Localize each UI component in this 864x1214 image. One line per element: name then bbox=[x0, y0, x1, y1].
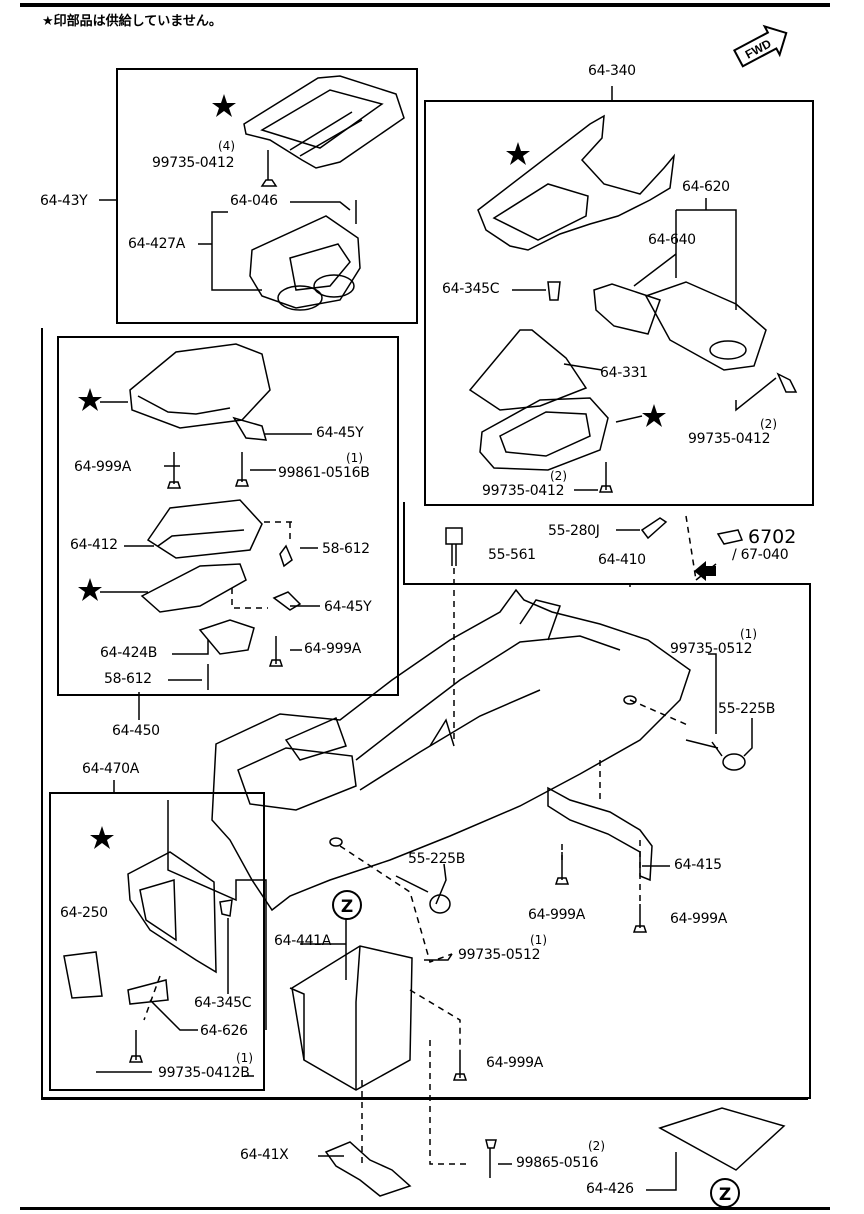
leader-star bbox=[615, 415, 643, 423]
label-64-626: 64-626 bbox=[200, 1023, 248, 1039]
ref-sub: / 67-040 bbox=[732, 547, 789, 563]
part-bezel-64-470A bbox=[127, 851, 217, 974]
star-marker bbox=[642, 404, 666, 427]
label-99865-0516: 99865-0516 bbox=[516, 1155, 599, 1171]
qty-2-b: (2) bbox=[760, 417, 777, 431]
part-64-620 bbox=[644, 281, 767, 371]
part-hinge bbox=[146, 499, 263, 559]
label-55-225B-a: 55-225B bbox=[718, 701, 776, 717]
part-main-console bbox=[211, 588, 691, 912]
label-64-620: 64-620 bbox=[682, 179, 730, 195]
label-99735-0412B: 99735-0412B bbox=[158, 1065, 250, 1081]
ref-arrow-icon bbox=[694, 561, 716, 581]
label-64-426: 64-426 bbox=[586, 1181, 634, 1197]
qty-1-c: (1) bbox=[236, 1051, 253, 1065]
label-99735-0412-a: 99735-0412 bbox=[152, 155, 235, 171]
bottom-rule bbox=[20, 1207, 830, 1210]
part-lower-tray bbox=[140, 563, 247, 613]
qty-1-d: (1) bbox=[530, 933, 547, 947]
label-64-999A-a: 64-999A bbox=[74, 459, 132, 475]
label-64-046: 64-046 bbox=[230, 193, 278, 209]
label-99735-0412-b: 99735-0412 bbox=[688, 431, 771, 447]
part-boot bbox=[468, 329, 588, 411]
star-marker bbox=[78, 388, 102, 411]
qty-1-a: (1) bbox=[346, 451, 363, 465]
zone-marker-z-1: Z bbox=[332, 890, 362, 920]
frame-line bbox=[42, 502, 811, 1099]
label-64-345C-b: 64-345C bbox=[194, 995, 252, 1011]
zone-marker-z-2: Z bbox=[710, 1178, 740, 1208]
label-99735-0412-c: 99735-0412 bbox=[482, 483, 565, 499]
label-64-45Y-a: 64-45Y bbox=[316, 425, 364, 441]
label-64-999A-b: 64-999A bbox=[304, 641, 362, 657]
part-clip bbox=[547, 281, 561, 301]
label-99861-0516B: 99861-0516B bbox=[278, 465, 370, 481]
label-64-999A-d: 64-999A bbox=[670, 911, 728, 927]
part-cupholder bbox=[249, 215, 361, 309]
label-64-450: 64-450 bbox=[112, 723, 160, 739]
label-64-999A-c: 64-999A bbox=[528, 907, 586, 923]
qty-1-b: (1) bbox=[740, 627, 757, 641]
label-64-999A-e: 64-999A bbox=[486, 1055, 544, 1071]
top-rule bbox=[20, 3, 830, 7]
label-64-410: 64-410 bbox=[598, 552, 646, 568]
box-64-450 bbox=[57, 336, 399, 696]
label-64-470A: 64-470A bbox=[82, 761, 140, 777]
header-note: ★印部品は供給していません。 bbox=[42, 14, 222, 29]
star-marker bbox=[90, 826, 114, 849]
part-mat-64-426 bbox=[658, 1107, 786, 1171]
box-64-340 bbox=[424, 100, 814, 506]
leader-64-620 bbox=[675, 198, 737, 310]
label-58-612-a: 58-612 bbox=[322, 541, 370, 557]
part-armrest-lid bbox=[129, 343, 271, 429]
leader-64-427A bbox=[211, 211, 262, 291]
label-64-331: 64-331 bbox=[600, 365, 648, 381]
label-64-415: 64-415 bbox=[674, 857, 722, 873]
label-58-612-b: 58-612 bbox=[104, 671, 152, 687]
label-64-424B: 64-424B bbox=[100, 645, 158, 661]
part-box-64-441A bbox=[291, 945, 413, 1091]
part-bracket-64-415 bbox=[547, 786, 653, 882]
label-64-45Y-b: 64-45Y bbox=[324, 599, 372, 615]
part-top-cover bbox=[477, 114, 676, 251]
label-55-280J: 55-280J bbox=[548, 523, 600, 539]
ref-code: 6702 bbox=[748, 526, 797, 548]
label-64-250: 64-250 bbox=[60, 905, 108, 921]
label-55-225B-b: 55-225B bbox=[408, 851, 466, 867]
qty-4: (4) bbox=[218, 139, 235, 153]
qty-2-c: (2) bbox=[550, 469, 567, 483]
box-64-43Y bbox=[116, 68, 418, 324]
part-bracket-64-41X bbox=[324, 1141, 412, 1197]
label-64-340: 64-340 bbox=[588, 63, 636, 79]
label-99735-0512-a: 99735-0512 bbox=[670, 641, 753, 657]
leader-99735-0412-right bbox=[735, 377, 777, 412]
part-64-250 bbox=[63, 951, 103, 999]
part-bezel-top bbox=[243, 75, 405, 169]
qty-2-d: (2) bbox=[588, 1139, 605, 1153]
star-marker bbox=[78, 578, 102, 601]
leader-64-046 bbox=[290, 201, 351, 211]
label-64-41X: 64-41X bbox=[240, 1147, 289, 1163]
label-64-345C-a: 64-345C bbox=[442, 281, 500, 297]
box-64-470A bbox=[49, 792, 265, 1091]
star-marker bbox=[506, 142, 530, 165]
fwd-arrow-icon: FWD bbox=[732, 24, 788, 68]
part-64-640 bbox=[593, 283, 661, 335]
label-64-640: 64-640 bbox=[648, 232, 696, 248]
part-64-626 bbox=[127, 979, 169, 1005]
label-64-427A: 64-427A bbox=[128, 236, 186, 252]
part-shift-frame bbox=[479, 397, 609, 471]
star-marker bbox=[212, 94, 236, 117]
label-64-412: 64-412 bbox=[70, 537, 118, 553]
screw-99735-0412 bbox=[260, 150, 278, 187]
hand-pointer-icon bbox=[716, 529, 744, 545]
label-64-43Y: 64-43Y bbox=[40, 193, 88, 209]
label-99735-0512-b: 99735-0512 bbox=[458, 947, 541, 963]
label-64-441A: 64-441A bbox=[274, 933, 332, 949]
leader-64-640 bbox=[633, 253, 677, 287]
label-55-561: 55-561 bbox=[488, 547, 536, 563]
